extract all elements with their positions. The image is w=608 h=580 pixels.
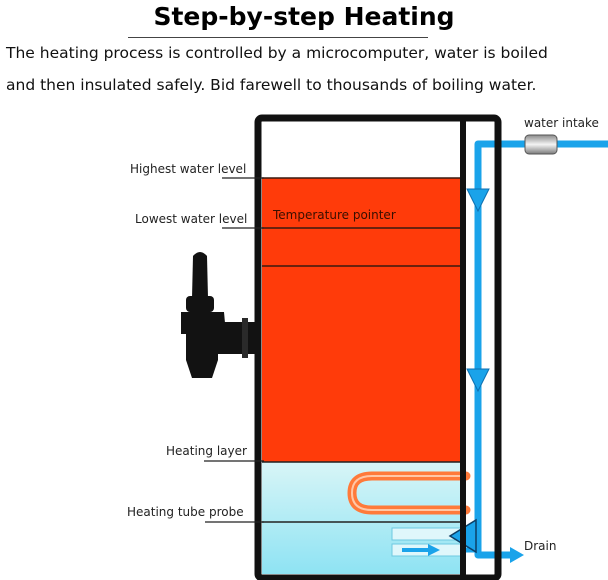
label-temperature-pointer: Temperature pointer: [272, 208, 396, 222]
probe-pipe-upper: [391, 527, 463, 541]
label-highest-water-level: Highest water level: [130, 162, 246, 176]
label-water-intake: water intake: [524, 116, 599, 130]
title-underline: [128, 37, 428, 38]
flow-down-arrow-2: [466, 368, 490, 393]
intake-valve-icon: [524, 134, 558, 155]
inner-flow-arrow: [428, 544, 440, 556]
label-heating-tube-probe: Heating tube probe: [127, 505, 244, 519]
heating-coil-highlight: [350, 475, 466, 511]
description-line-2: and then insulated safely. Bid farewell …: [6, 76, 537, 94]
drain-arrow: [510, 547, 524, 563]
tank-empty-space: [262, 122, 460, 178]
hot-water-zone: [262, 178, 460, 462]
page-title: Step-by-step Heating: [153, 2, 455, 31]
label-heating-layer: Heating layer: [166, 444, 247, 458]
flow-down-arrow-1: [466, 188, 490, 213]
label-drain: Drain: [524, 539, 556, 553]
description-line-1: The heating process is controlled by a m…: [6, 44, 548, 62]
label-lowest-water-level: Lowest water level: [135, 212, 247, 226]
faucet-icon: [181, 252, 260, 378]
